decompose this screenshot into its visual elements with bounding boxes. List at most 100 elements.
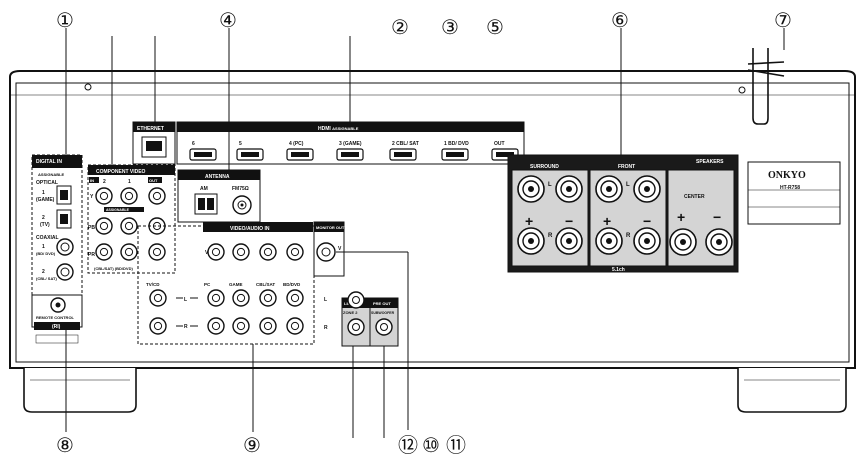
audio-in-r-jack-center <box>290 321 300 331</box>
model-label: HT-R758 <box>780 185 800 191</box>
line-out-sub: ZONE 2 <box>343 310 358 315</box>
video-in-jack-center <box>263 247 273 257</box>
speaker-terminal-hole <box>528 238 534 244</box>
surround-minus: − <box>565 213 573 229</box>
hdmi-port-label: 2 CBL/ SAT <box>392 141 419 147</box>
optical-1-name: (GAME) <box>36 197 55 203</box>
front-minus: − <box>643 213 651 229</box>
speaker-terminal-hole <box>606 186 612 192</box>
antenna-title: ANTENNA <box>205 174 230 180</box>
callout-10: ⑩ <box>422 433 440 457</box>
speaker-terminal-hole <box>644 186 650 192</box>
speaker-terminal-hole <box>680 239 686 245</box>
hdmi-port-slot <box>446 152 464 157</box>
hdmi-port-slot <box>194 152 212 157</box>
hdmi-port-slot <box>394 152 412 157</box>
callout-5: ⑤ <box>486 15 504 39</box>
speaker-terminal-hole <box>566 186 572 192</box>
screw-right <box>738 86 746 94</box>
hdmi-title: HDMI ASSIGNABLE <box>318 126 359 132</box>
callout-2: ② <box>391 15 409 39</box>
front-label: FRONT <box>618 164 635 170</box>
callouts: ① ② ③ ④ ⑤ ⑥ ⑦ ⑧ ⑨ ⑫ ⑩ ⑪ <box>56 8 792 457</box>
front-l-label: L <box>626 182 630 188</box>
video-audio-input-label: TV/CD <box>146 282 160 287</box>
front-r-label: R <box>626 233 631 239</box>
component-out-label: OUT <box>149 178 158 183</box>
audio-in-l-jack-center <box>236 293 246 303</box>
video-in-jack-center <box>211 247 221 257</box>
line-out-l-label: L <box>324 297 327 303</box>
hdmi-port-label: 1 BD/ DVD <box>444 141 469 147</box>
coaxial-label: COAXIAL <box>36 235 59 241</box>
front-plus: + <box>603 213 611 229</box>
remote-control-label: REMOTE CONTROL <box>36 315 75 320</box>
video-audio-input-label: BD/DVD <box>283 282 301 287</box>
center-minus: − <box>713 209 721 225</box>
audio-in-r-jack-center <box>211 321 221 331</box>
am-label: AM <box>200 186 208 192</box>
center-plus: + <box>677 209 685 225</box>
hdmi-port-slot <box>291 152 309 157</box>
surround-label: SURROUND <box>530 164 559 170</box>
speakers-section: SPEAKERS SURROUND FRONT CENTER L R L R +… <box>507 154 739 273</box>
monitor-out-title: MONITOR OUT <box>316 225 345 230</box>
speaker-terminal-hole <box>566 238 572 244</box>
brand-logo: ONKYO <box>768 170 806 181</box>
hdmi-port-label: 5 <box>239 141 242 147</box>
brand-plate: ONKYO HT-R758 <box>747 161 841 225</box>
optical-1-label: 1 <box>42 190 45 196</box>
feet <box>23 368 847 413</box>
monitor-out-v-label: V <box>338 246 342 252</box>
callout-1: ① <box>56 8 74 32</box>
callout-6: ⑥ <box>611 8 629 32</box>
pre-out-title: PRE OUT <box>373 301 391 306</box>
audio-r-label: R <box>184 324 188 330</box>
callout-4: ④ <box>219 8 237 32</box>
hdmi-port-slot <box>341 152 359 157</box>
component-video-title: COMPONENT VIDEO <box>96 169 146 175</box>
video-audio-input-label: GAME <box>229 282 243 287</box>
ethernet-title: ETHERNET <box>137 126 164 132</box>
digital-in-subtitle: ASSIGNABLE <box>38 172 65 177</box>
speaker-terminal-hole <box>644 238 650 244</box>
digital-in-section: DIGITAL IN ASSIGNABLE OPTICAL 1 (GAME) 2… <box>31 154 83 296</box>
callout-12: ⑫ <box>398 433 418 457</box>
optical-2-label: 2 <box>42 215 45 221</box>
surround-l-label: L <box>548 182 552 188</box>
component-jack-center <box>124 221 134 231</box>
component-jack-center <box>124 247 134 257</box>
remote-control-section: REMOTE CONTROL (RI) <box>31 294 83 344</box>
coaxial-2-name: (CBL/ SAT) <box>36 276 57 281</box>
coaxial-1-label: 1 <box>42 244 45 250</box>
screw-left <box>84 83 92 91</box>
callout-3: ③ <box>441 15 459 39</box>
leader-lines <box>65 28 785 438</box>
ethernet-section: ETHERNET <box>132 121 176 165</box>
surround-plus: + <box>525 213 533 229</box>
audio-in-r-jack-center <box>263 321 273 331</box>
audio-in-l-jack-center <box>263 293 273 303</box>
callout-8: ⑧ <box>56 433 74 457</box>
hdmi-port-label: 4 (PC) <box>289 141 304 147</box>
coaxial-1-name: (BD/ DVD) <box>36 251 56 256</box>
video-audio-input-label: PC <box>204 282 211 287</box>
speaker-terminal-hole <box>528 186 534 192</box>
hdmi-port-slot <box>241 152 259 157</box>
remote-control-sub: (RI) <box>52 324 61 330</box>
monitor-out-section: MONITOR OUT V <box>313 221 345 277</box>
audio-in-r-jack-center <box>153 321 163 331</box>
power-cord <box>747 48 785 125</box>
video-in-jack-center <box>290 247 300 257</box>
callout-7: ⑦ <box>774 8 792 32</box>
audio-in-l-jack-center <box>211 293 221 303</box>
surround-r-label: R <box>548 233 553 239</box>
speakers-footer: 5.1ch <box>612 267 625 273</box>
audio-in-r-jack-center <box>236 321 246 331</box>
component-in-label: IN <box>90 178 94 183</box>
component-assignable-label: ASSIGNABLE <box>106 208 130 212</box>
speaker-terminal-hole <box>716 239 722 245</box>
